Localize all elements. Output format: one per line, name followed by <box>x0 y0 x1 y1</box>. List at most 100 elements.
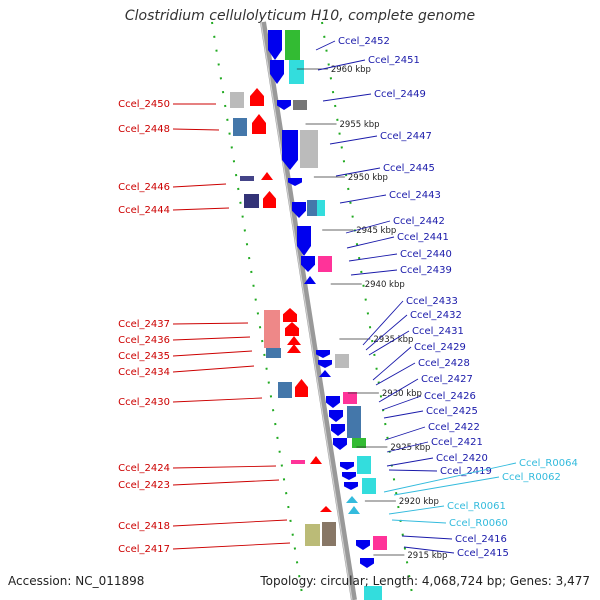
gene-arrow[interactable] <box>329 410 343 422</box>
gene-label-left[interactable]: Ccel_2448 <box>118 124 170 135</box>
gene-label-right[interactable]: Ccel_2449 <box>374 89 426 100</box>
gene-marker[interactable] <box>319 370 331 377</box>
gene-label-right[interactable]: Ccel_2445 <box>383 163 435 174</box>
gene-label-left[interactable]: Ccel_2437 <box>118 319 170 330</box>
gene-block[interactable] <box>233 118 247 136</box>
gene-label-left[interactable]: Ccel_2450 <box>118 99 170 110</box>
gene-marker[interactable] <box>348 506 360 514</box>
gene-marker[interactable] <box>346 496 358 503</box>
gene-block[interactable] <box>343 392 357 404</box>
gene-marker[interactable] <box>287 336 301 345</box>
gene-label-left[interactable]: Ccel_2418 <box>118 521 170 532</box>
gene-label-right[interactable]: Ccel_2431 <box>412 326 464 337</box>
gene-label-right[interactable]: Ccel_2443 <box>389 190 441 201</box>
gene-block[interactable] <box>291 460 305 464</box>
gene-label-right[interactable]: Ccel_2442 <box>393 216 445 227</box>
rna-label-right[interactable]: Ccel_R0064 <box>519 458 578 469</box>
gene-arrow[interactable] <box>297 226 311 256</box>
gene-arrow[interactable] <box>263 191 276 208</box>
gene-block[interactable] <box>347 406 361 438</box>
gene-label-left[interactable]: Ccel_2424 <box>118 463 170 474</box>
gene-label-right[interactable]: Ccel_2416 <box>455 534 507 545</box>
gene-block[interactable] <box>293 100 307 110</box>
gene-block[interactable] <box>373 536 387 550</box>
gene-arrow[interactable] <box>342 472 356 480</box>
gene-block[interactable] <box>244 194 259 208</box>
left-labels[interactable]: Ccel_2450Ccel_2448Ccel_2446Ccel_2444Ccel… <box>118 99 291 555</box>
gene-label-left[interactable]: Ccel_2436 <box>118 335 170 346</box>
gene-label-right[interactable]: Ccel_2432 <box>410 310 462 321</box>
gene-block[interactable] <box>266 348 281 358</box>
gene-label-left[interactable]: Ccel_2434 <box>118 367 170 378</box>
gene-arrow[interactable] <box>282 130 298 170</box>
gene-marker[interactable] <box>261 172 273 180</box>
gene-label-right[interactable]: Ccel_2415 <box>457 548 509 559</box>
gene-arrow[interactable] <box>340 462 354 470</box>
gene-block[interactable] <box>278 382 292 398</box>
gene-label-right[interactable]: Ccel_2420 <box>436 453 488 464</box>
gene-label-right[interactable]: Ccel_2419 <box>440 466 492 477</box>
gene-label-right[interactable]: Ccel_2441 <box>397 232 449 243</box>
gene-marker[interactable] <box>310 456 322 464</box>
gene-label-right[interactable]: Ccel_2440 <box>400 249 452 260</box>
gene-label-right[interactable]: Ccel_2428 <box>418 358 470 369</box>
gene-marker[interactable] <box>287 344 301 353</box>
gene-arrow[interactable] <box>270 60 284 84</box>
gene-arrow[interactable] <box>316 350 330 358</box>
gene-block[interactable] <box>285 30 300 60</box>
gene-arrow[interactable] <box>288 178 302 186</box>
gene-label-right[interactable]: Ccel_2425 <box>426 406 478 417</box>
gene-arrow[interactable] <box>285 322 299 336</box>
gene-marker[interactable] <box>320 506 332 512</box>
gene-label-left[interactable]: Ccel_2417 <box>118 544 170 555</box>
gene-arrow[interactable] <box>250 88 264 106</box>
gene-block[interactable] <box>357 456 371 474</box>
gene-block[interactable] <box>305 524 320 546</box>
gene-block[interactable] <box>362 478 376 494</box>
right-labels[interactable]: Ccel_2452Ccel_2451Ccel_2449Ccel_2447Ccel… <box>315 36 578 559</box>
gene-arrow[interactable] <box>318 360 332 368</box>
gene-label-right[interactable]: Ccel_2427 <box>421 374 473 385</box>
gene-arrow[interactable] <box>268 30 282 60</box>
gene-arrow[interactable] <box>295 379 308 397</box>
gene-arrow[interactable] <box>301 256 315 272</box>
gene-arrow[interactable] <box>292 202 306 218</box>
gene-marker[interactable] <box>304 276 316 284</box>
gene-block[interactable] <box>230 92 244 108</box>
gene-label-left[interactable]: Ccel_2423 <box>118 480 170 491</box>
gene-arrow[interactable] <box>360 558 374 568</box>
gene-block[interactable] <box>364 586 382 600</box>
gene-block[interactable] <box>322 522 336 546</box>
gene-block[interactable] <box>240 176 254 181</box>
gene-label-left[interactable]: Ccel_2430 <box>118 397 170 408</box>
gene-block[interactable] <box>352 438 366 448</box>
gene-arrow[interactable] <box>326 396 340 408</box>
gene-features[interactable] <box>230 30 387 600</box>
gene-block[interactable] <box>318 256 332 272</box>
gene-label-left[interactable]: Ccel_2446 <box>118 182 170 193</box>
gene-arrow[interactable] <box>356 540 370 550</box>
gene-arrow[interactable] <box>331 424 345 436</box>
gene-label-right[interactable]: Ccel_2452 <box>338 36 390 47</box>
gene-label-left[interactable]: Ccel_2444 <box>118 205 170 216</box>
rna-label-right[interactable]: Ccel_R0061 <box>447 501 506 512</box>
gene-arrow[interactable] <box>344 482 358 490</box>
gene-label-right[interactable]: Ccel_2439 <box>400 265 452 276</box>
gene-block[interactable] <box>300 130 318 168</box>
gene-label-right[interactable]: Ccel_2422 <box>428 422 480 433</box>
gene-block[interactable] <box>264 310 280 348</box>
gene-label-left[interactable]: Ccel_2435 <box>118 351 170 362</box>
gene-label-right[interactable]: Ccel_2447 <box>380 131 432 142</box>
gene-block[interactable] <box>335 354 349 368</box>
rna-label-right[interactable]: Ccel_R0060 <box>449 518 508 529</box>
gene-label-right[interactable]: Ccel_2451 <box>368 55 420 66</box>
gene-block[interactable] <box>289 60 304 84</box>
gene-label-right[interactable]: Ccel_2433 <box>406 296 458 307</box>
gene-block[interactable] <box>307 200 317 216</box>
rna-label-right[interactable]: Ccel_R0062 <box>502 472 561 483</box>
gene-arrow[interactable] <box>333 438 347 450</box>
gene-arrow[interactable] <box>252 114 266 134</box>
gene-block[interactable] <box>317 200 325 216</box>
gene-label-right[interactable]: Ccel_2429 <box>414 342 466 353</box>
